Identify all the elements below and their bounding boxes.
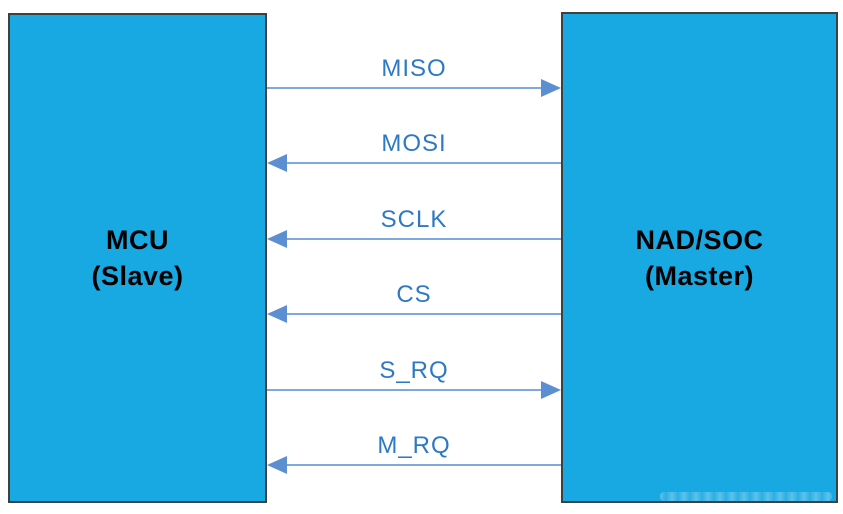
arrowhead-icon (267, 305, 287, 324)
signal-label: M_RQ (377, 432, 451, 459)
watermark-smudge (660, 492, 832, 501)
arrowhead-icon (541, 79, 561, 97)
arrowhead-icon (541, 380, 561, 399)
arrow-shaft (267, 87, 544, 89)
signal-label: CS (396, 281, 432, 309)
arrow-shaft (284, 464, 561, 466)
signal-label: S_RQ (379, 356, 449, 384)
arrowhead-icon (267, 229, 287, 248)
signal-label: MOSI (381, 130, 447, 158)
signal-label: MISO (381, 55, 447, 82)
arrow-shaft (284, 313, 561, 316)
arrowhead-icon (267, 154, 287, 173)
nad-soc-box-title: NAD/SOC (635, 224, 764, 255)
mcu-slave-box: MCU (Slave) (8, 13, 267, 503)
arrow-shaft (267, 388, 544, 391)
nad-soc-master-box: NAD/SOC (Master) (561, 12, 838, 503)
arrow-shaft (284, 162, 561, 165)
arrow-shaft (284, 237, 561, 240)
mcu-box-title: MCU (106, 225, 169, 255)
arrowhead-icon (267, 456, 287, 474)
mcu-box-subtitle: (Slave) (91, 261, 184, 291)
nad-soc-box-subtitle: (Master) (644, 260, 755, 291)
signal-label: SCLK (380, 205, 448, 233)
